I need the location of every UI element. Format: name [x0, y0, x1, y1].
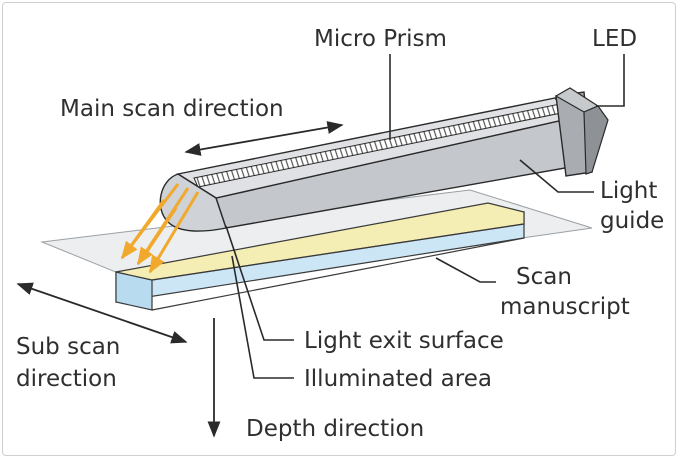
label-sub-scan-line2: direction	[16, 366, 117, 392]
label-scan-manuscript-line1: Scan	[516, 264, 572, 290]
light-rays	[120, 183, 200, 274]
label-light-exit-surface: Light exit surface	[304, 328, 504, 354]
label-micro-prism: Micro Prism	[314, 26, 447, 52]
label-light-guide-line1: Light	[600, 178, 657, 204]
label-scan-manuscript-line2: manuscript	[500, 294, 630, 320]
led-block-side	[583, 105, 609, 175]
label-depth-direction: Depth direction	[246, 416, 424, 442]
leader-led	[596, 54, 625, 107]
leader-scan-manuscript	[435, 257, 496, 283]
label-light-guide-line2: guide	[600, 208, 664, 234]
leader-illuminated	[231, 255, 294, 379]
leader-light-guide	[519, 159, 594, 193]
sub-scan-arrow	[16, 282, 188, 344]
label-main-scan-direction: Main scan direction	[60, 96, 284, 122]
illuminated-area	[115, 202, 525, 281]
leader-light-exit	[225, 225, 294, 341]
label-illuminated-area: Illuminated area	[304, 366, 492, 392]
label-led: LED	[592, 26, 637, 52]
main-scan-arrow	[184, 121, 344, 156]
label-sub-scan-line1: Sub scan	[16, 334, 120, 360]
